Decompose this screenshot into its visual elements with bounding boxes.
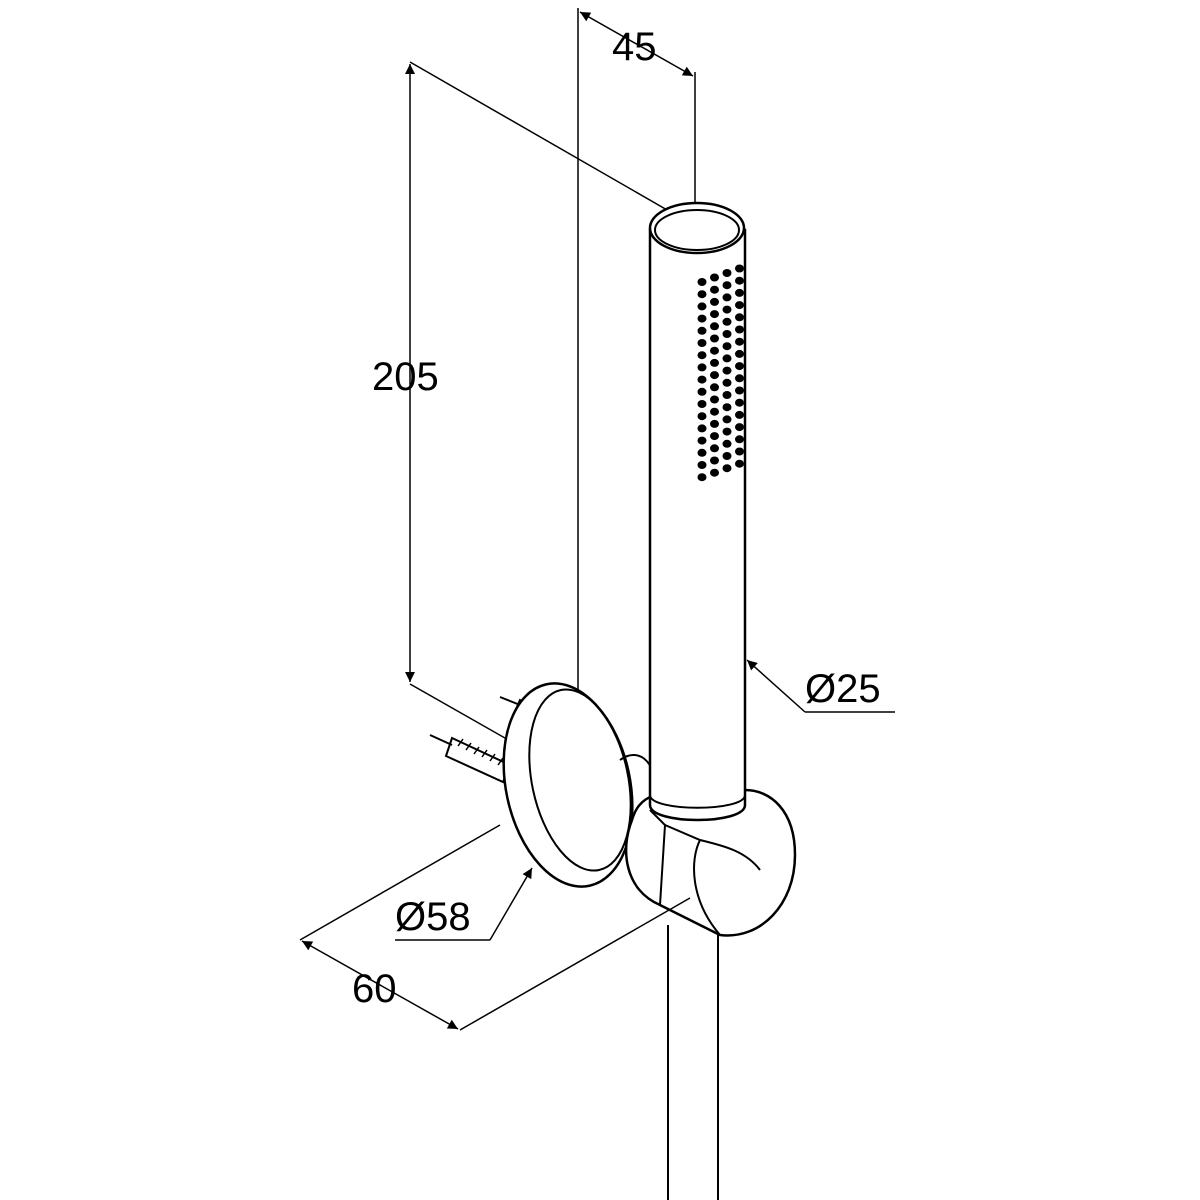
extension-line <box>409 61 689 223</box>
nozzle-dot <box>722 427 732 436</box>
nozzle-dot <box>735 337 744 346</box>
nozzle-dot <box>735 362 744 371</box>
dimension-205: 205 <box>372 61 689 776</box>
dimension-arrow <box>301 940 459 1030</box>
nozzle-dot <box>710 322 719 331</box>
nozzle-dot <box>710 383 719 392</box>
nozzle-dot <box>710 456 719 465</box>
nozzle-dot <box>722 269 732 277</box>
nozzle-dot <box>697 302 707 311</box>
nozzle-dot <box>697 314 707 323</box>
nozzle-dot <box>697 375 707 384</box>
nozzle-dot <box>710 371 719 380</box>
nozzle-dot <box>697 339 707 347</box>
dimension-label-d25: Ø25 <box>805 667 881 711</box>
nozzle-dot <box>722 281 732 290</box>
dimension-diameter-25: Ø25 <box>746 659 895 713</box>
nozzle-dot <box>722 342 732 351</box>
nozzle-dot <box>697 363 707 372</box>
nozzle-dot <box>735 264 744 273</box>
extension-line <box>299 824 501 941</box>
nozzle-dot <box>722 403 732 412</box>
nozzle-dot <box>735 276 744 285</box>
extension-line <box>459 897 691 1031</box>
nozzle-dot <box>722 415 732 424</box>
nozzle-dot <box>735 447 744 456</box>
nozzle-dot <box>710 334 719 343</box>
nozzle-dot <box>710 395 719 404</box>
nozzle-dot <box>710 273 719 282</box>
nozzle-dot <box>735 301 744 310</box>
nozzle-dot <box>735 386 744 395</box>
nozzle-dot <box>710 444 719 453</box>
nozzle-dot <box>697 278 707 286</box>
nozzle-dot <box>697 351 707 360</box>
nozzle-dot <box>722 464 732 473</box>
nozzle-dot <box>735 325 744 334</box>
nozzle-dot <box>735 423 744 432</box>
nozzle-dot <box>697 461 707 469</box>
nozzle-dot <box>697 473 707 482</box>
nozzle-dot <box>697 400 707 408</box>
nozzle-dot <box>697 387 707 396</box>
nozzle-dot <box>710 297 719 306</box>
nozzle-dot <box>710 432 719 441</box>
nozzle-dot <box>697 436 707 445</box>
nozzle-dot <box>735 459 744 468</box>
dimension-label-60: 60 <box>352 967 397 1011</box>
nozzle-dot <box>735 374 744 383</box>
nozzle-dot <box>697 290 707 299</box>
nozzle-dot <box>710 468 719 477</box>
nozzle-dot <box>722 293 732 302</box>
nozzle-dot <box>710 310 719 319</box>
nozzle-dot <box>722 366 732 375</box>
nozzle-dot <box>722 391 732 399</box>
nozzle-dot <box>722 317 732 326</box>
nozzle-dot <box>735 288 744 297</box>
dimension-label-205: 205 <box>372 355 439 399</box>
dimension-45: 45 <box>577 8 696 690</box>
nozzle-dot <box>697 448 707 457</box>
nozzle-dot <box>735 435 744 444</box>
handle-top <box>648 201 746 255</box>
nozzle-dot <box>722 330 732 338</box>
nozzle-dot <box>735 410 744 419</box>
nozzle-dot <box>735 349 744 358</box>
nozzle-dot <box>722 354 732 363</box>
nozzle-dot <box>710 419 719 428</box>
nozzle-dot <box>710 285 719 294</box>
nozzle-dot <box>722 305 732 314</box>
nozzle-dot <box>710 346 719 355</box>
dimension-label-45: 45 <box>612 25 657 69</box>
shower-handle <box>648 201 747 822</box>
nozzle-dot <box>735 313 744 322</box>
wall-plate <box>502 682 657 888</box>
nozzle-dot <box>697 326 707 335</box>
nozzle-dot <box>722 452 732 460</box>
dimension-arrow <box>579 11 694 77</box>
nozzle-dot <box>710 407 719 416</box>
hose <box>667 925 719 1200</box>
nozzle-dot <box>697 424 707 433</box>
nozzle-grid <box>697 264 744 482</box>
nozzle-dot <box>697 412 707 421</box>
dimension-60: 60 <box>299 824 691 1031</box>
nozzle-dot <box>735 398 744 407</box>
nozzle-dot <box>710 358 719 367</box>
nozzle-dot <box>722 378 732 387</box>
dimension-diameter-58: Ø58 <box>395 867 533 941</box>
nozzle-dot <box>722 439 732 448</box>
dimension-label-d58: Ø58 <box>395 895 471 939</box>
